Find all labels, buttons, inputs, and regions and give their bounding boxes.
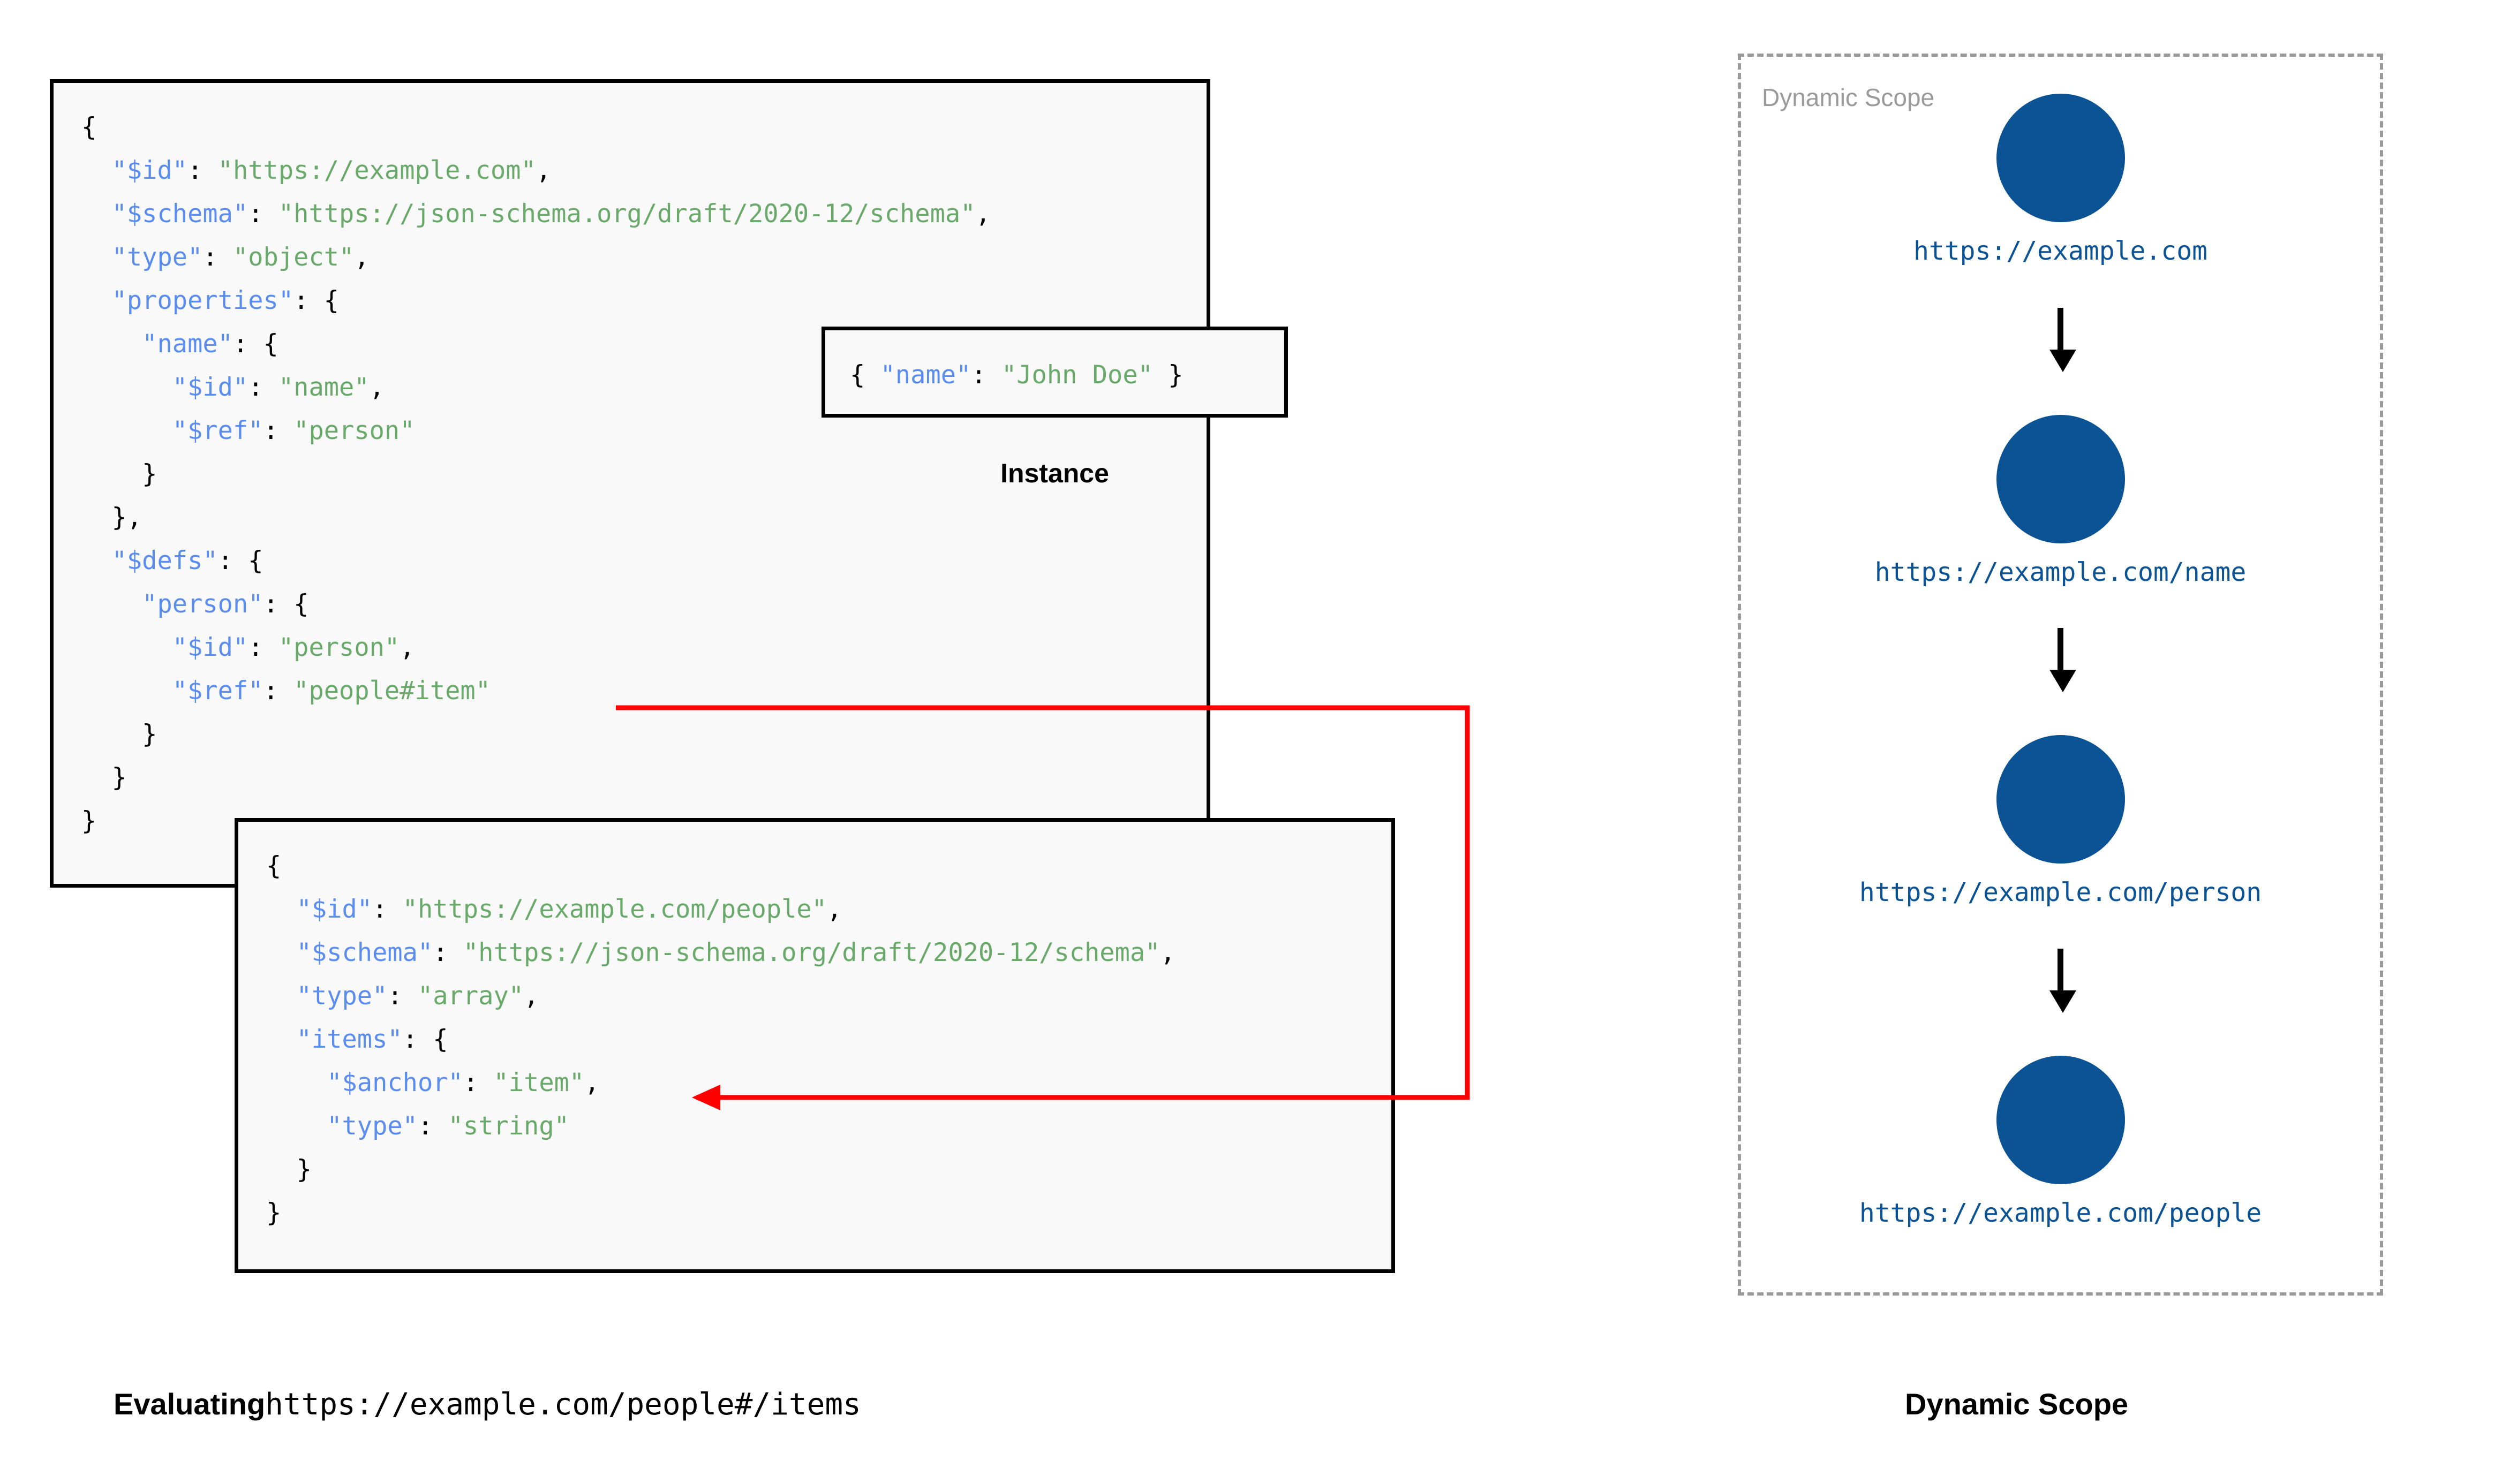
scope-node-1: https://example.com/name <box>1738 415 2383 587</box>
arrow-shaft <box>2057 628 2063 670</box>
scope-arrow-2-3 <box>2049 949 2076 1013</box>
instance-label: Instance <box>1000 458 1109 488</box>
root-schema-code: { "$id": "https://example.com", "$schema… <box>81 112 991 836</box>
scope-arrow-1-2 <box>2049 628 2076 692</box>
scope-node-label: https://example.com/people <box>1859 1198 2262 1228</box>
evaluating-caption-prefix: Evaluating <box>114 1387 266 1421</box>
scope-node-circle <box>1996 1056 2125 1184</box>
scope-node-label: https://example.com/person <box>1859 877 2262 907</box>
scope-node-label: https://example.com/name <box>1874 557 2247 587</box>
scope-node-circle <box>1996 415 2125 543</box>
scope-node-label: https://example.com <box>1913 236 2208 266</box>
scope-node-circle <box>1996 735 2125 864</box>
dynamic-scope-panel-title: Dynamic Scope <box>1762 84 1935 111</box>
scope-node-0: https://example.com <box>1738 94 2383 266</box>
arrow-shaft <box>2057 308 2063 350</box>
arrow-head-icon <box>2049 670 2076 692</box>
scope-node-circle <box>1996 94 2125 222</box>
arrow-shaft <box>2057 949 2063 990</box>
evaluating-caption-uri: https://example.com/people#/items <box>265 1387 861 1422</box>
arrow-head-icon <box>2049 350 2076 372</box>
dynamic-scope-caption: Dynamic Scope <box>1905 1387 2129 1421</box>
instance-code: { "name": "John Doe" } <box>850 360 1184 390</box>
dynamic-scope-panel <box>1738 54 2383 1296</box>
scope-node-3: https://example.com/people <box>1738 1056 2383 1228</box>
scope-arrow-0-1 <box>2049 308 2076 372</box>
instance-box: { "name": "John Doe" } <box>822 327 1288 418</box>
people-schema-box: { "$id": "https://example.com/people", "… <box>235 818 1395 1273</box>
evaluating-caption: Evaluatinghttps://example.com/people#/it… <box>114 1387 861 1422</box>
arrow-head-icon <box>2049 990 2076 1013</box>
scope-node-2: https://example.com/person <box>1738 735 2383 907</box>
people-schema-code: { "$id": "https://example.com/people", "… <box>266 851 1175 1228</box>
